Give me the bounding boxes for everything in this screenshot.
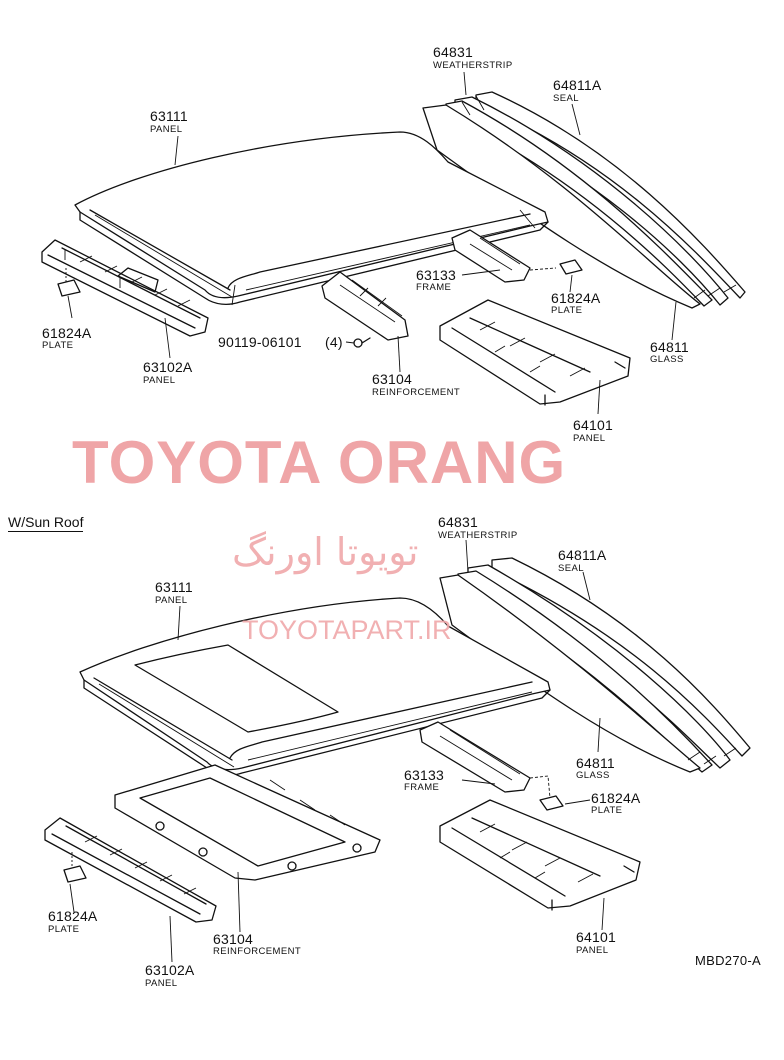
watermark-persian: تویوتا اورنگ bbox=[232, 530, 419, 574]
diagram-code: MBD270-A bbox=[695, 953, 761, 968]
label-top-rear-panel-desc: PANEL bbox=[573, 433, 606, 444]
label-bottom-plate-left-number: 61824A bbox=[48, 908, 98, 924]
bottom-leaders bbox=[69, 539, 605, 963]
bottom-roof-panel bbox=[79, 597, 551, 776]
top-frame bbox=[451, 229, 531, 283]
top-reinforcement bbox=[321, 271, 409, 341]
label-top-weatherstrip-desc: WEATHERSTRIP bbox=[433, 60, 513, 71]
section-title-sun-roof: W/Sun Roof bbox=[8, 514, 84, 532]
top-plate-left bbox=[57, 279, 81, 297]
top-plate-right bbox=[559, 259, 583, 275]
label-bottom-panel-desc: PANEL bbox=[155, 595, 188, 606]
label-top-seal-desc: SEAL bbox=[553, 93, 579, 104]
label-top-plate-right-number: 61824A bbox=[551, 290, 601, 306]
label-top-glass-desc: GLASS bbox=[650, 354, 684, 365]
label-bottom-plate-right-number: 61824A bbox=[591, 790, 641, 806]
watermark-brand: TOYOTA ORANG bbox=[72, 429, 567, 496]
bottom-plate-left bbox=[63, 865, 87, 883]
label-bottom-front-panel-number: 63102A bbox=[145, 962, 195, 978]
top-bolt bbox=[353, 337, 371, 348]
label-bottom-plate-left-desc: PLATE bbox=[48, 924, 80, 935]
label-top-frame-desc: FRAME bbox=[416, 282, 452, 293]
label-bottom-rear-panel-desc: PANEL bbox=[576, 945, 609, 956]
bottom-front-panel bbox=[44, 817, 217, 923]
label-top-plate-left-desc: PLATE bbox=[42, 340, 74, 351]
label-bottom-frame-desc: FRAME bbox=[404, 782, 440, 793]
label-bottom-plate-right-desc: PLATE bbox=[591, 805, 623, 816]
label-top-reinforcement-desc: REINFORCEMENT bbox=[372, 387, 461, 398]
label-top-weatherstrip-number: 64831 bbox=[433, 44, 473, 60]
label-bottom-glass-desc: GLASS bbox=[576, 770, 610, 781]
top-roof-panel bbox=[74, 131, 549, 306]
label-bottom-frame-number: 63133 bbox=[404, 767, 444, 783]
label-bottom-weatherstrip-desc: WEATHERSTRIP bbox=[438, 530, 518, 541]
label-bottom-rear-panel-number: 64101 bbox=[576, 929, 616, 945]
label-top-bolt-number: 90119-06101 bbox=[218, 334, 302, 350]
label-top-panel-number: 63111 bbox=[150, 108, 188, 124]
label-top-front-panel-number: 63102A bbox=[143, 359, 193, 375]
bottom-frame bbox=[419, 721, 531, 793]
label-bottom-weatherstrip-number: 64831 bbox=[438, 514, 478, 530]
top-leaders bbox=[67, 71, 677, 415]
label-top-plate-left-number: 61824A bbox=[42, 325, 92, 341]
top-front-panel bbox=[41, 239, 209, 337]
top-glass-seal-assembly bbox=[422, 91, 746, 309]
bottom-plate-right bbox=[539, 795, 564, 811]
label-bottom-reinforcement-desc: REINFORCEMENT bbox=[213, 946, 302, 957]
label-top-reinforcement-number: 63104 bbox=[372, 371, 412, 387]
bottom-rear-panel bbox=[439, 799, 641, 911]
watermark-site: TOYOTAPART.IR bbox=[242, 615, 452, 645]
label-bottom-seal-desc: SEAL bbox=[558, 563, 584, 574]
bottom-glass-seal-assembly bbox=[439, 557, 751, 773]
bottom-sunroof-reinforcement bbox=[114, 764, 381, 881]
label-bottom-reinforcement-number: 63104 bbox=[213, 931, 253, 947]
label-top-bolt-qty: (4) bbox=[325, 334, 343, 350]
label-top-rear-panel-number: 64101 bbox=[573, 417, 613, 433]
label-bottom-glass-number: 64811 bbox=[576, 755, 615, 771]
label-bottom-front-panel-desc: PANEL bbox=[145, 978, 178, 989]
label-top-plate-right-desc: PLATE bbox=[551, 305, 583, 316]
label-bottom-panel-number: 63111 bbox=[155, 579, 193, 595]
label-bottom-seal-number: 64811A bbox=[558, 547, 607, 563]
label-top-front-panel-desc: PANEL bbox=[143, 375, 176, 386]
label-top-glass-number: 64811 bbox=[650, 339, 689, 355]
label-top-seal-number: 64811A bbox=[553, 77, 602, 93]
label-top-frame-number: 63133 bbox=[416, 267, 456, 283]
label-top-panel-desc: PANEL bbox=[150, 124, 183, 135]
top-rear-panel bbox=[439, 299, 631, 406]
